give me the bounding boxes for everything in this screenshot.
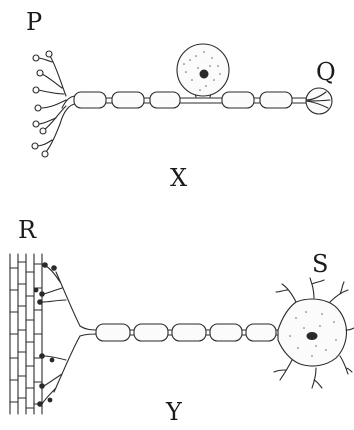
neuron-y-nucleus: [307, 332, 318, 340]
neuron-y-cell-body: [274, 278, 354, 388]
label-r: R: [18, 216, 37, 244]
label-p: P: [26, 8, 42, 36]
neuron-y: [10, 254, 354, 414]
label-y: Y: [165, 398, 183, 426]
label-s: S: [312, 250, 328, 278]
muscle-fibre: [10, 254, 42, 414]
neuron-x-nucleus: [200, 70, 209, 79]
neuron-x: [32, 44, 332, 157]
neuron-x-dendrites: [32, 51, 66, 157]
label-x: X: [170, 164, 187, 192]
neuron-x-cell-body: [177, 44, 229, 97]
neuron-y-myelin-sheath: [96, 324, 276, 341]
neuron-x-myelin-sheath: [74, 92, 292, 108]
neuron-x-terminal: [306, 88, 332, 114]
label-q: Q: [316, 58, 336, 86]
